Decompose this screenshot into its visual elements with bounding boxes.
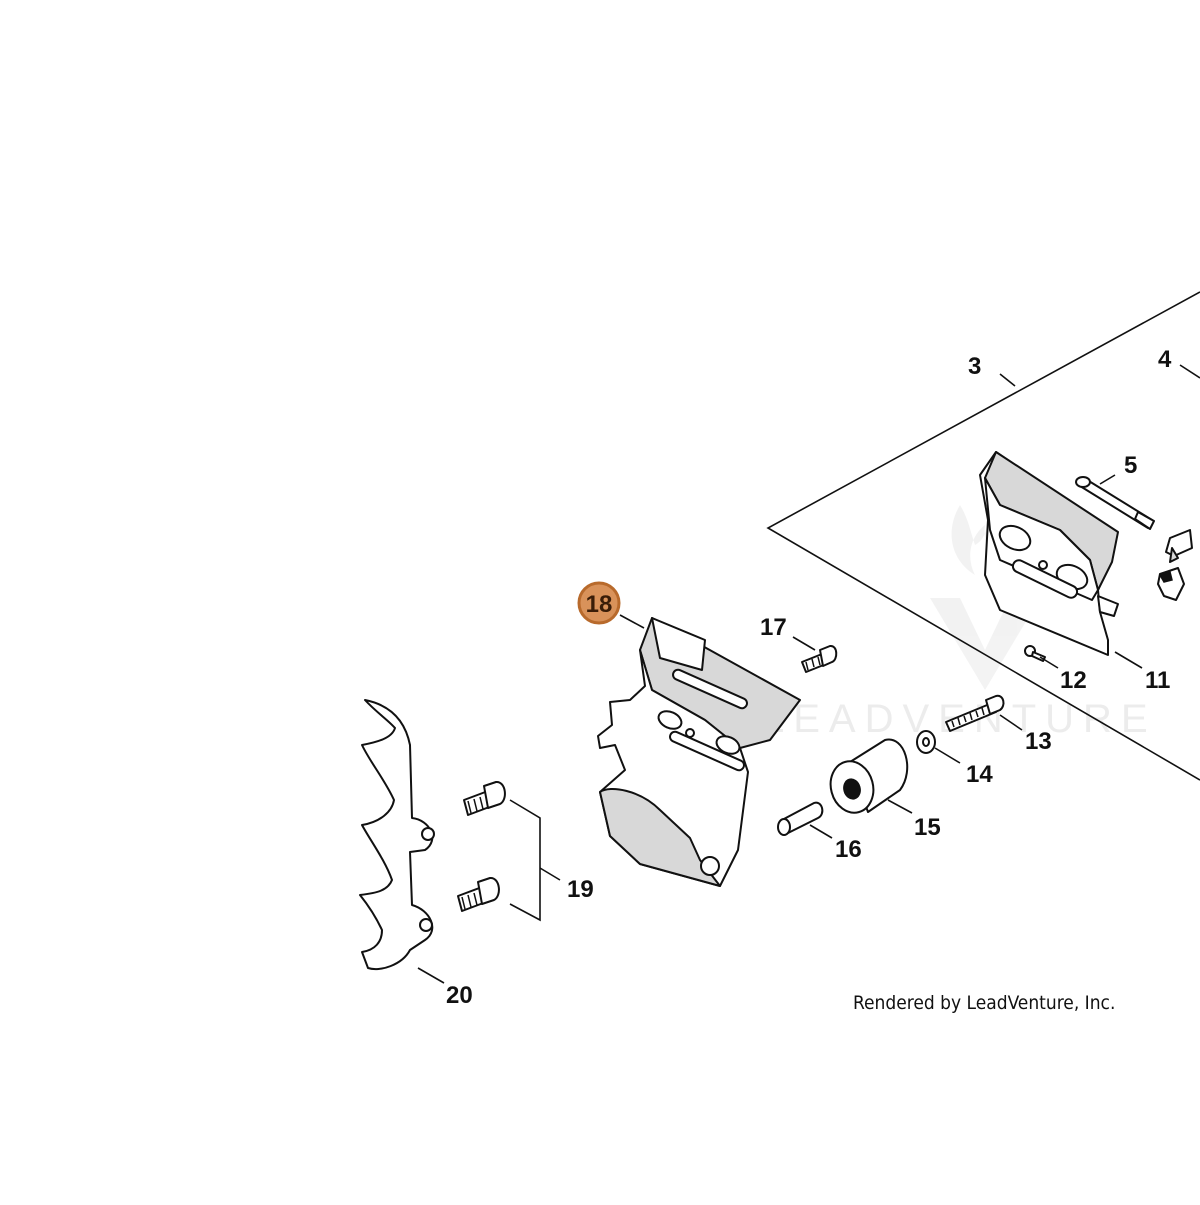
callout-13[interactable]: 13 [1025,728,1052,755]
part-17-screw [801,645,838,673]
part-11-cover-plate [979,451,1119,656]
callout-19[interactable]: 19 [567,876,594,903]
callout-18[interactable]: 18 [586,591,613,618]
assembly-frame [766,291,1200,781]
callout-18-badge[interactable] [577,581,621,625]
part-19-screw-upper [463,781,506,816]
render-credit: Rendered by LeadVenture, Inc. [853,992,1115,1014]
part-19-screws [457,781,561,922]
leader-13 [999,714,1023,731]
callout-20[interactable]: 20 [446,982,473,1009]
callout-labels: 3 4 5 11 12 13 14 15 16 17 18 19 20 [446,346,1172,1009]
callout-12[interactable]: 12 [1060,667,1087,694]
callout-16[interactable]: 16 [835,836,862,863]
leader-20 [417,967,445,984]
part-13-bolt [945,694,1005,732]
leader-16 [809,824,833,839]
callout-3[interactable]: 3 [968,353,981,380]
leader-3 [999,373,1016,387]
part-16-pin [777,801,824,836]
callout-11[interactable]: 11 [1145,667,1170,694]
part-19-screw-lower [457,877,500,912]
leader-lines [417,364,1200,984]
leader-12 [1039,656,1059,669]
part-15-spacer [829,738,909,814]
part-edge-fittings [1157,529,1193,601]
callout-5[interactable]: 5 [1124,452,1137,479]
part-5-bolt [1075,476,1155,530]
leader-4 [1179,364,1200,379]
leader-14 [934,747,961,764]
callout-14[interactable]: 14 [966,761,993,788]
leader-11 [1114,651,1143,669]
leader-5 [1099,474,1116,485]
part-18-guide-plate[interactable] [597,617,801,887]
callout-18-highlight[interactable]: 18 [577,581,621,625]
part-14-washer [916,730,936,754]
leader-15 [887,799,913,814]
callout-17[interactable]: 17 [760,614,787,641]
leader-17 [792,636,816,651]
leader-18 [619,614,645,629]
callout-15[interactable]: 15 [914,814,941,841]
part-20-bumper-spike [359,699,435,970]
callout-4[interactable]: 4 [1158,346,1172,373]
